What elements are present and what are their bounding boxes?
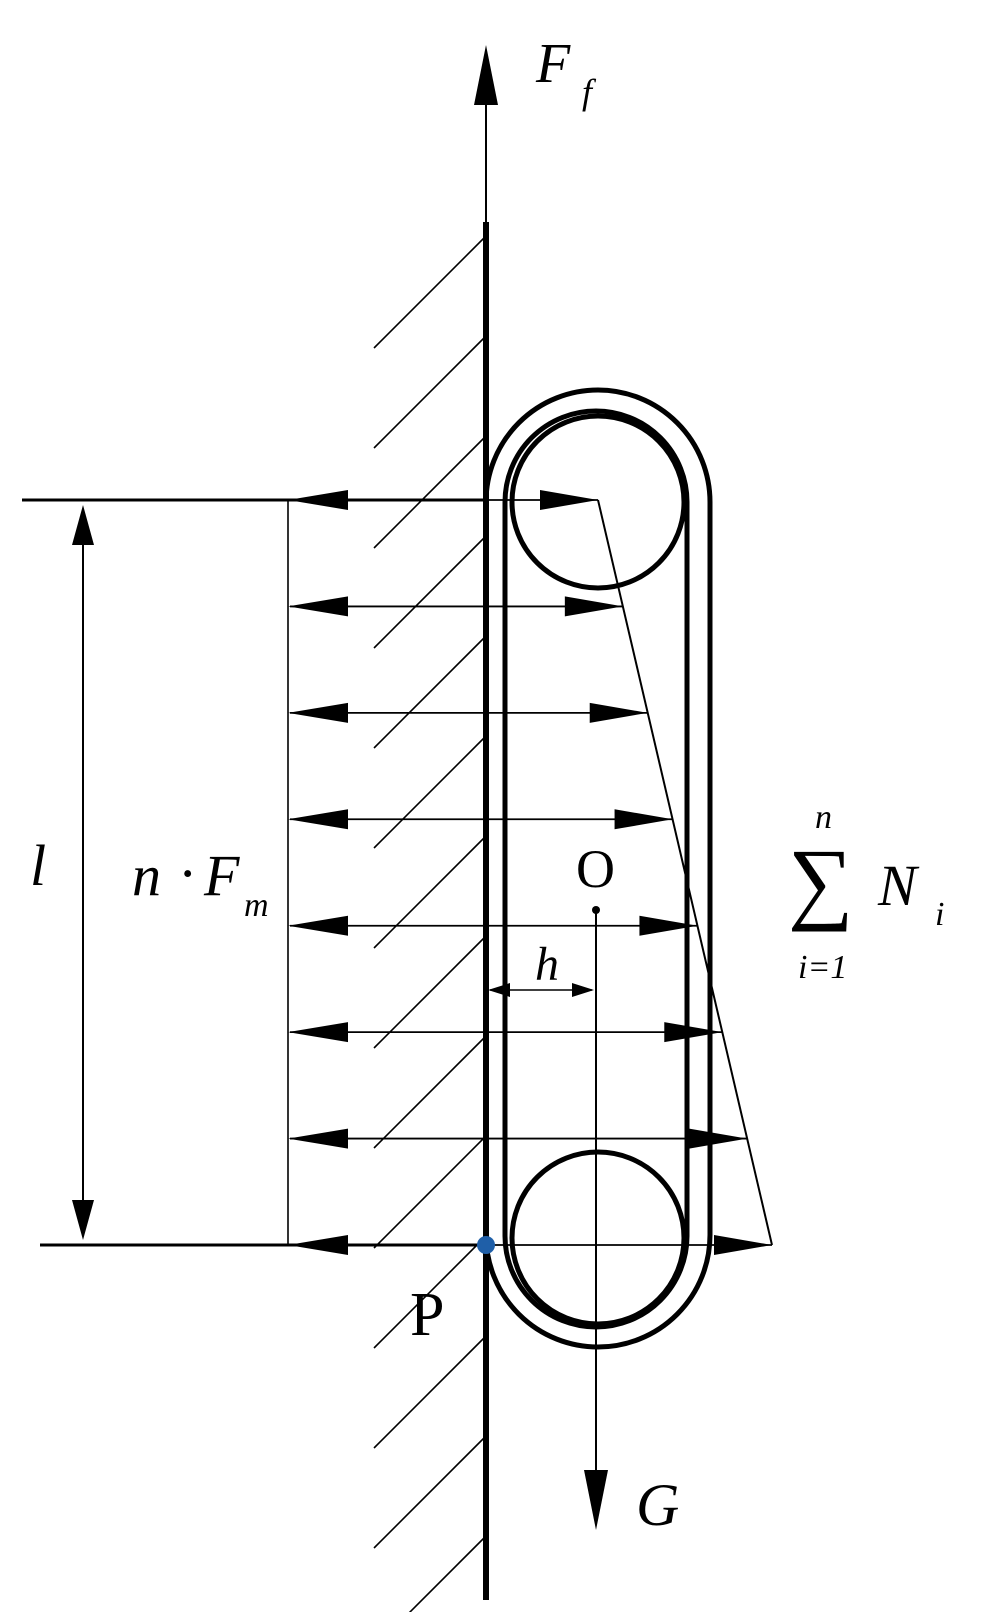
normal-force-arrowhead bbox=[614, 809, 673, 830]
hatch-line bbox=[373, 935, 487, 1049]
normal-force-arrowhead bbox=[714, 1235, 772, 1255]
normal-force-arrowhead bbox=[639, 915, 698, 936]
hatch-line bbox=[373, 235, 487, 349]
hatch-line bbox=[408, 1535, 487, 1612]
hatch-line bbox=[373, 1135, 487, 1249]
hatch-line bbox=[373, 1335, 487, 1449]
pivot-point bbox=[477, 1236, 495, 1254]
magnetic-force-arrowhead bbox=[288, 702, 348, 723]
magnetic-force-arrowhead bbox=[288, 1022, 348, 1043]
magnetic-force-arrowhead bbox=[288, 596, 348, 617]
hatch-line bbox=[373, 435, 487, 549]
offset-label: h bbox=[535, 938, 559, 991]
normal-force-arrowhead bbox=[664, 1022, 723, 1043]
hatch-line bbox=[373, 1235, 487, 1349]
hatch-line bbox=[373, 335, 487, 449]
sum-lower-label: i=1 bbox=[798, 949, 847, 986]
magnetic-force-arrowhead bbox=[288, 490, 348, 510]
normal-force-distribution-line bbox=[597, 499, 773, 1246]
length-label: l bbox=[30, 833, 46, 898]
normal-force-arrowhead bbox=[540, 490, 598, 510]
normal-force-arrowhead bbox=[689, 1128, 748, 1149]
bottom-wheel bbox=[509, 1149, 687, 1327]
track-outer-belt bbox=[483, 387, 713, 1350]
magnetic-n-label: n bbox=[132, 843, 161, 908]
sum-n-label: N bbox=[877, 853, 920, 918]
magnetic-force-arrowhead bbox=[288, 809, 348, 830]
normal-force-arrowhead bbox=[564, 596, 623, 617]
gravity-arrowhead bbox=[584, 1470, 608, 1530]
sum-upper-label: n bbox=[815, 799, 832, 836]
offset-arrowhead-left bbox=[488, 983, 510, 997]
magnetic-dot-label: · bbox=[178, 841, 197, 906]
length-arrowhead-bottom bbox=[72, 1200, 94, 1240]
length-arrowhead-top bbox=[72, 505, 94, 545]
magnetic-force-arrowhead bbox=[288, 1235, 348, 1255]
hatch-line bbox=[373, 735, 487, 849]
magnetic-force-arrowhead bbox=[288, 1128, 348, 1149]
friction-subscript: f bbox=[582, 72, 597, 112]
sum-sigma-label: ∑ bbox=[788, 830, 854, 932]
gravity-label: G bbox=[636, 1472, 679, 1538]
magnetic-force-arrowhead bbox=[288, 915, 348, 936]
hatch-line bbox=[373, 1435, 487, 1549]
magnetic-subscript: m bbox=[244, 887, 269, 924]
pivot-label: P bbox=[410, 1281, 444, 1349]
hatch-line bbox=[373, 835, 487, 949]
top-wheel bbox=[509, 413, 687, 591]
wall-hatching bbox=[373, 235, 487, 1612]
hatch-line bbox=[373, 1035, 487, 1149]
friction-arrowhead bbox=[474, 45, 498, 105]
hatch-line bbox=[373, 635, 487, 749]
force-arrow-rows bbox=[288, 490, 772, 1255]
center-label: O bbox=[576, 839, 615, 899]
hatch-line bbox=[373, 535, 487, 649]
magnetic-f-label: F bbox=[203, 843, 240, 908]
normal-force-arrowhead bbox=[589, 702, 648, 723]
offset-arrowhead-right bbox=[572, 983, 594, 997]
friction-label: F bbox=[535, 33, 571, 95]
sum-subscript: i bbox=[935, 896, 944, 933]
